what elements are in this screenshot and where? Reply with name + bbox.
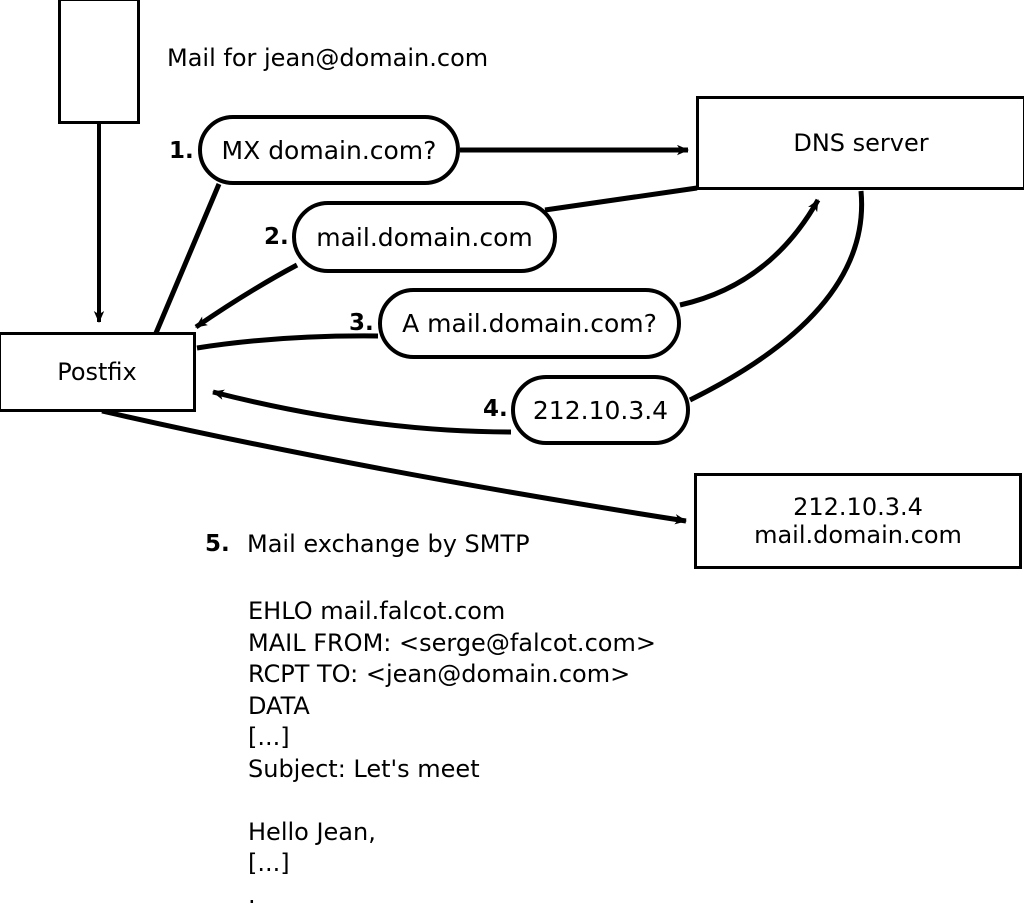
step-2-label: mail.domain.com	[316, 222, 533, 252]
connector-postfix-to-target	[101, 408, 687, 525]
step-3-bubble: A mail.domain.com?	[378, 288, 681, 359]
step-5-number: 5.	[205, 531, 230, 557]
client-box	[58, 0, 140, 124]
step-1-number: 1.	[169, 138, 194, 164]
step-2-bubble: mail.domain.com	[292, 201, 557, 273]
step-4-number: 4.	[483, 396, 508, 422]
connector-postfix-to-step3	[196, 333, 379, 351]
target-server-ip: 212.10.3.4	[793, 492, 923, 521]
postfix-box: Postfix	[0, 332, 196, 412]
connector-step4-to-postfix	[212, 389, 512, 435]
step-1-bubble: MX domain.com?	[198, 115, 460, 185]
dns-server-box-label: DNS server	[793, 128, 929, 157]
dns-server-box: DNS server	[696, 96, 1024, 190]
step-2-number: 2.	[264, 224, 289, 250]
connector-step3-to-dns	[679, 198, 821, 308]
step-4-label: 212.10.3.4	[532, 395, 669, 425]
connector-postfix-to-step1	[153, 183, 222, 334]
connector-step2-to-postfix	[194, 262, 299, 330]
step-1-label: MX domain.com?	[221, 135, 437, 165]
connector-dns-to-step4	[688, 190, 865, 403]
step-4-bubble: 212.10.3.4	[511, 375, 690, 445]
step-5-label: Mail exchange by SMTP	[247, 530, 530, 558]
step-3-number: 3.	[349, 310, 374, 336]
page-title: Mail for jean@domain.com	[167, 44, 489, 72]
target-server-box: 212.10.3.4 mail.domain.com	[694, 473, 1022, 569]
postfix-box-label: Postfix	[57, 357, 137, 386]
smtp-transcript: EHLO mail.falcot.com MAIL FROM: <serge@f…	[248, 597, 656, 909]
target-server-hostname: mail.domain.com	[754, 521, 962, 549]
step-3-label: A mail.domain.com?	[402, 309, 657, 338]
connector-dns-to-step2	[544, 185, 698, 213]
